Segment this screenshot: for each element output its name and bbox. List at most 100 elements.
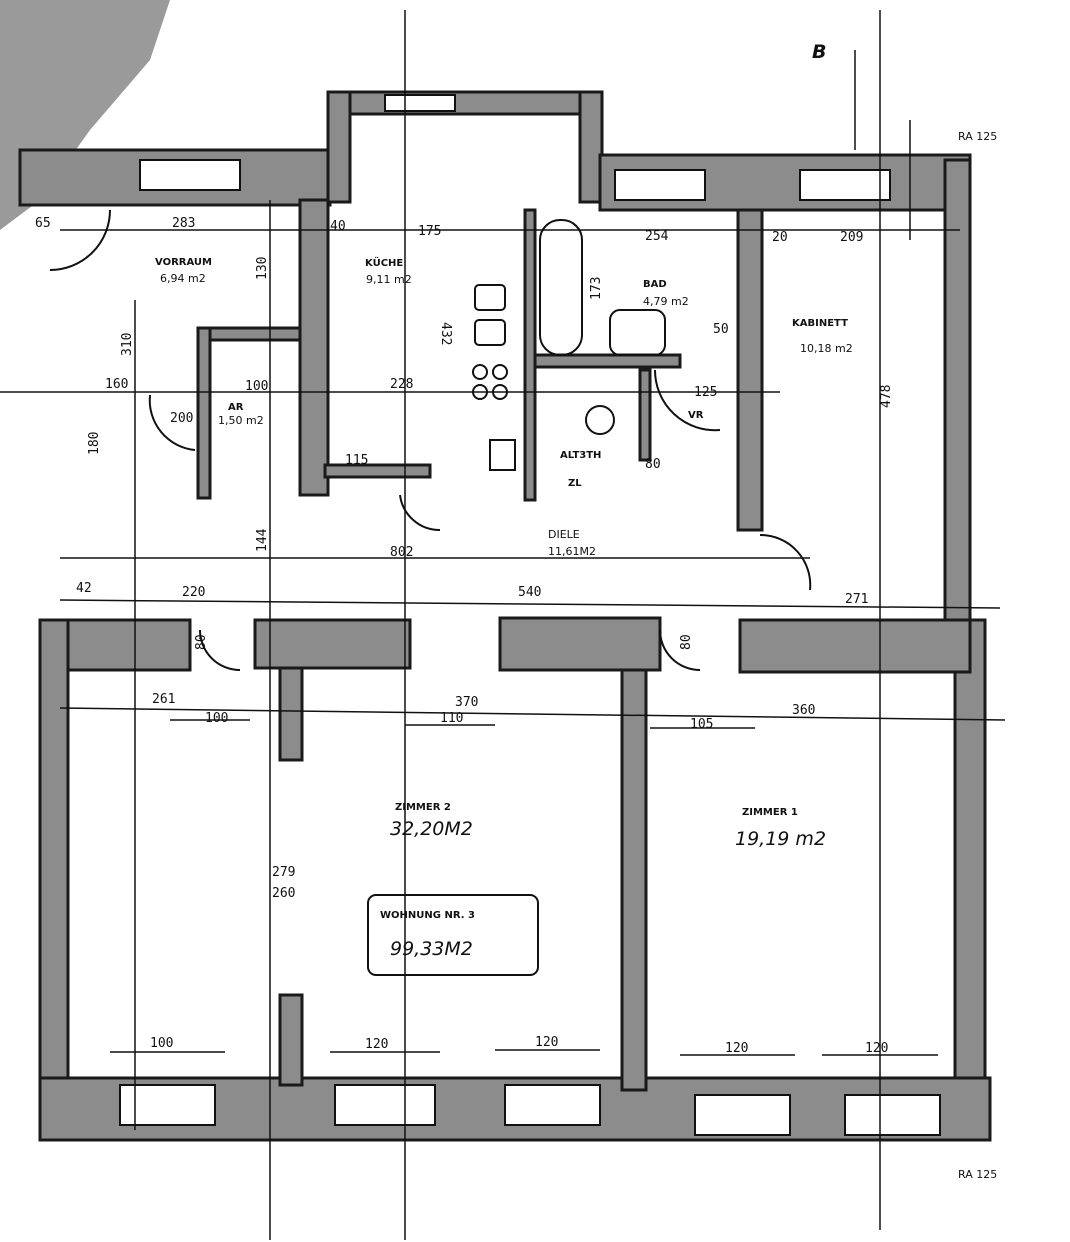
door-swing [653,369,721,432]
elevation-top: RA 125 [958,130,997,143]
wall-zimmer-divider [620,668,648,1092]
window [844,1094,941,1136]
room-sub-wc: ZL [568,478,582,489]
dim-label: 279 [272,865,295,880]
wall-left [38,618,70,1142]
door-swing [49,209,111,271]
room-name-zimmer1: ZIMMER 1 [742,807,798,818]
dim-label: 120 [535,1035,558,1050]
dim-label: 283 [172,216,195,231]
window [799,169,891,201]
wall-kitchen-left [326,90,352,204]
dim-label: 130 [255,257,270,280]
room-area-zimmer2: 32,20M2 [390,818,473,840]
window [334,1084,436,1126]
apartment-name: WOHNUNG NR. 3 [380,910,475,921]
window [694,1094,791,1136]
dim-label: 220 [182,585,205,600]
room-name-vr: VR [688,410,704,421]
dim-label: 209 [840,230,863,245]
dim-label: 175 [418,224,441,239]
dim-label: 802 [390,545,413,560]
door-swing [399,494,441,532]
dim-label: 173 [589,277,604,300]
room-area-ar: 1,50 m2 [218,414,264,427]
dim-label: 432 [438,322,453,345]
window [614,169,706,201]
dim-label: 65 [35,216,51,231]
washbasin [609,309,666,356]
dim-label: 360 [792,703,815,718]
bathtub [539,219,583,356]
dim-label: 160 [105,377,128,392]
dim-label: 100 [245,379,268,394]
dim-label: 100 [205,711,228,726]
dim-label: 120 [365,1037,388,1052]
windows [119,94,941,1136]
dim-label: 120 [865,1041,888,1056]
room-area-kabinett: 10,18 m2 [800,342,853,355]
dim-label: 478 [879,385,894,408]
kitchen-appliance [489,439,516,471]
dim-label: 200 [170,411,193,426]
sink [474,284,506,311]
window [384,94,456,112]
dim-label: 110 [440,711,463,726]
dim-label: 370 [455,695,478,710]
window [139,159,241,191]
dim-label: 254 [645,229,669,244]
walls [18,90,992,1142]
room-name-ar: AR [228,402,244,413]
room-area-bad: 4,79 m2 [643,295,689,308]
room-name-wc: ALT3TH [560,450,601,461]
door-swing [759,533,812,591]
dim-label: 42 [76,581,92,596]
dim-label: 120 [725,1041,748,1056]
room-name-vorraum: VORRAUM [155,257,212,268]
room-area-zimmer1: 19,19 m2 [735,828,826,850]
room-name-kueche: KÜCHE [365,255,403,269]
dim-label: 20 [772,230,788,245]
dim-label: 50 [713,322,729,337]
dim-label: 261 [152,692,175,707]
stove-burner [472,364,488,380]
room-name-kabinett: KABINETT [792,318,848,329]
elevation-bottom: RA 125 [958,1168,997,1181]
dim-label: 310 [120,333,135,356]
dim-label: 271 [845,592,868,607]
dimension-lines [0,10,1006,1240]
dim-label: 260 [272,886,295,901]
sheet-marker: B [812,41,826,63]
room-name-bad: BAD [643,279,667,290]
dimension-labels: 283 175 40 254 20 209 228 160 100 200 80… [35,216,894,1056]
dim-label: 180 [87,432,102,455]
dim-label: 144 [255,528,270,552]
wall-vorraum-kueche [298,198,330,497]
room-area-diele: 11,61M2 [548,545,596,558]
door-swing [199,629,241,671]
dim-label: 80 [645,457,661,472]
sink [474,319,506,346]
door-swing [659,629,701,671]
window [119,1084,216,1126]
dim-label: 115 [345,453,368,468]
dim-label: 80 [194,634,209,650]
room-area-kueche: 9,11 m2 [366,273,412,286]
wall-kitchen-top [326,90,602,116]
dim-label: 100 [150,1036,173,1051]
toilet [585,405,615,435]
room-name-diele: DIELE [548,528,580,541]
window [504,1084,601,1126]
room-name-zimmer2: ZIMMER 2 [395,802,451,813]
dim-label: 40 [330,219,346,234]
wall-right-upper [943,158,972,632]
dim-label: 125 [694,385,717,400]
room-area-vorraum: 6,94 m2 [160,272,206,285]
door-swing [148,394,196,451]
fixtures [49,209,812,976]
wall-right-lower [953,618,987,1142]
wall-kabinett-left [736,208,764,532]
apartment-area: 99,33M2 [390,938,473,960]
dim-label: 228 [390,377,413,392]
